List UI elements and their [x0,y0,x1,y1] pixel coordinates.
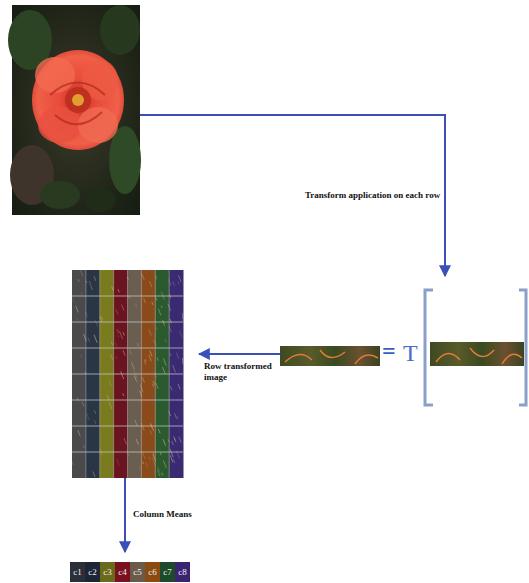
column-label: c4 [118,567,127,577]
column-means-label: Column Means [133,509,192,520]
label-text: T [403,338,418,368]
transform-note: Transform application on each row [305,190,445,201]
column-mean-box: c1 [70,562,85,582]
label-text: = [382,336,396,366]
column-label: c2 [88,567,97,577]
column-label: c6 [148,567,157,577]
label-text: Transform application on each row [305,190,445,201]
rose-photo [8,5,141,215]
row-transformed-label: Row transformed image [204,361,288,384]
column-mean-box: c6 [145,562,160,582]
column-mean-box: c4 [115,562,130,582]
row-strips [280,342,524,366]
column-label: c3 [103,567,112,577]
column-mean-box: c5 [130,562,145,582]
brackets [425,290,526,405]
column-mean-box: c8 [175,562,190,582]
column-label: c7 [163,567,172,577]
column-label: c8 [178,567,187,577]
column-mean-box: c7 [160,562,175,582]
column-mean-box: c2 [85,562,100,582]
column-label: c5 [133,567,142,577]
column-label: c1 [73,567,82,577]
transform-symbol: T [403,338,418,368]
column-mean-box: c3 [100,562,115,582]
label-text: Row transformed image [204,361,288,384]
row-transformed-grid [72,270,184,478]
label-text: Column Means [133,509,192,520]
arrows [125,115,445,552]
equals-sign: = [382,336,396,366]
